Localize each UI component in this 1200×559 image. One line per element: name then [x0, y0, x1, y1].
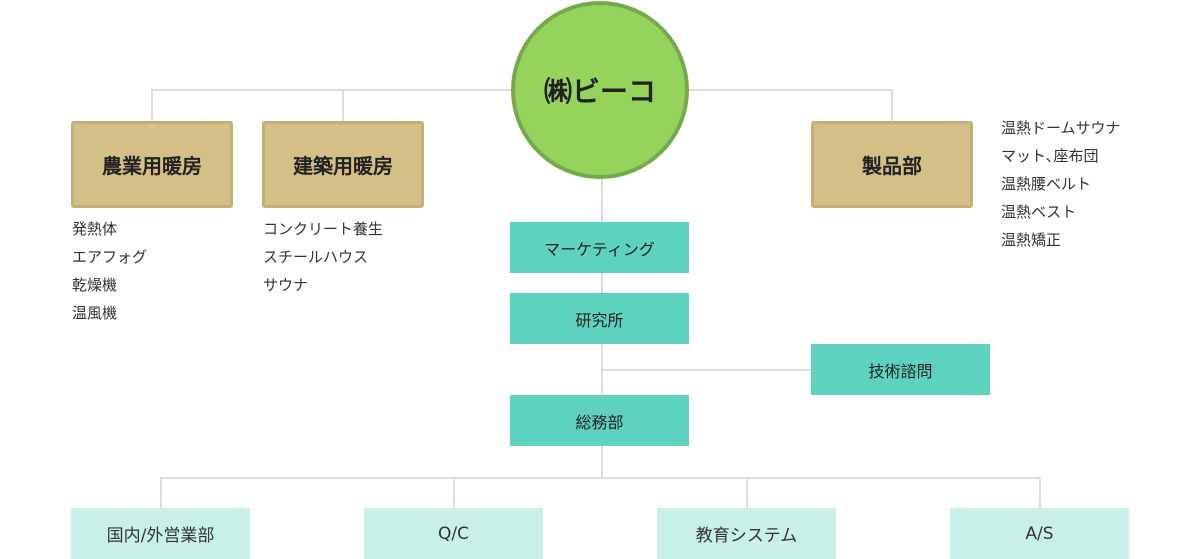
- list-item: 温熱ドームサウナ: [1001, 119, 1121, 137]
- list-item: スチールハウス: [263, 248, 369, 266]
- list-item: 温熱腰ベルト: [1001, 175, 1092, 193]
- connector-sub-bus: [160, 477, 1041, 508]
- product-division-list: 温熱ドームサウナ マット､座布団 温熱腰ベルト 温熱ベスト 温熱矯正: [1001, 114, 1121, 254]
- list-item: コンクリート養生: [263, 220, 384, 238]
- sub-department-as: A/S: [950, 508, 1129, 559]
- department-general-affairs: 総務部: [510, 395, 689, 446]
- sub-department-qc: Q/C: [364, 508, 543, 559]
- construction-products-list: コンクリート養生 スチールハウス サウナ: [263, 215, 383, 299]
- list-item: マット､座布団: [1001, 147, 1099, 165]
- connector-agri: [151, 89, 511, 121]
- division-products: 製品部: [811, 121, 973, 208]
- department-marketing: マーケティング: [510, 222, 689, 273]
- department-research-lab: 研究所: [510, 293, 689, 344]
- sub-department-education: 教育システム: [657, 508, 836, 559]
- division-construction-heating: 建築用暖房: [262, 121, 424, 208]
- list-item: 温熱ベスト: [1001, 203, 1077, 221]
- list-item: 乾燥機: [72, 276, 118, 294]
- technical-advisory: 技術諮問: [811, 344, 990, 395]
- list-item: サウナ: [263, 276, 309, 294]
- company-node: ㈱ビーコ: [511, 1, 689, 179]
- connector-products: [689, 89, 893, 121]
- agricultural-products-list: 発熱体 エアフォグ 乾燥機 温風機: [72, 215, 147, 327]
- list-item: 発熱体: [72, 220, 118, 238]
- division-agricultural-heating: 農業用暖房: [71, 121, 233, 208]
- list-item: 温風機: [72, 304, 118, 322]
- list-item: エアフォグ: [72, 248, 148, 266]
- sub-department-sales: 国内/外営業部: [71, 508, 250, 559]
- list-item: 温熱矯正: [1001, 231, 1062, 249]
